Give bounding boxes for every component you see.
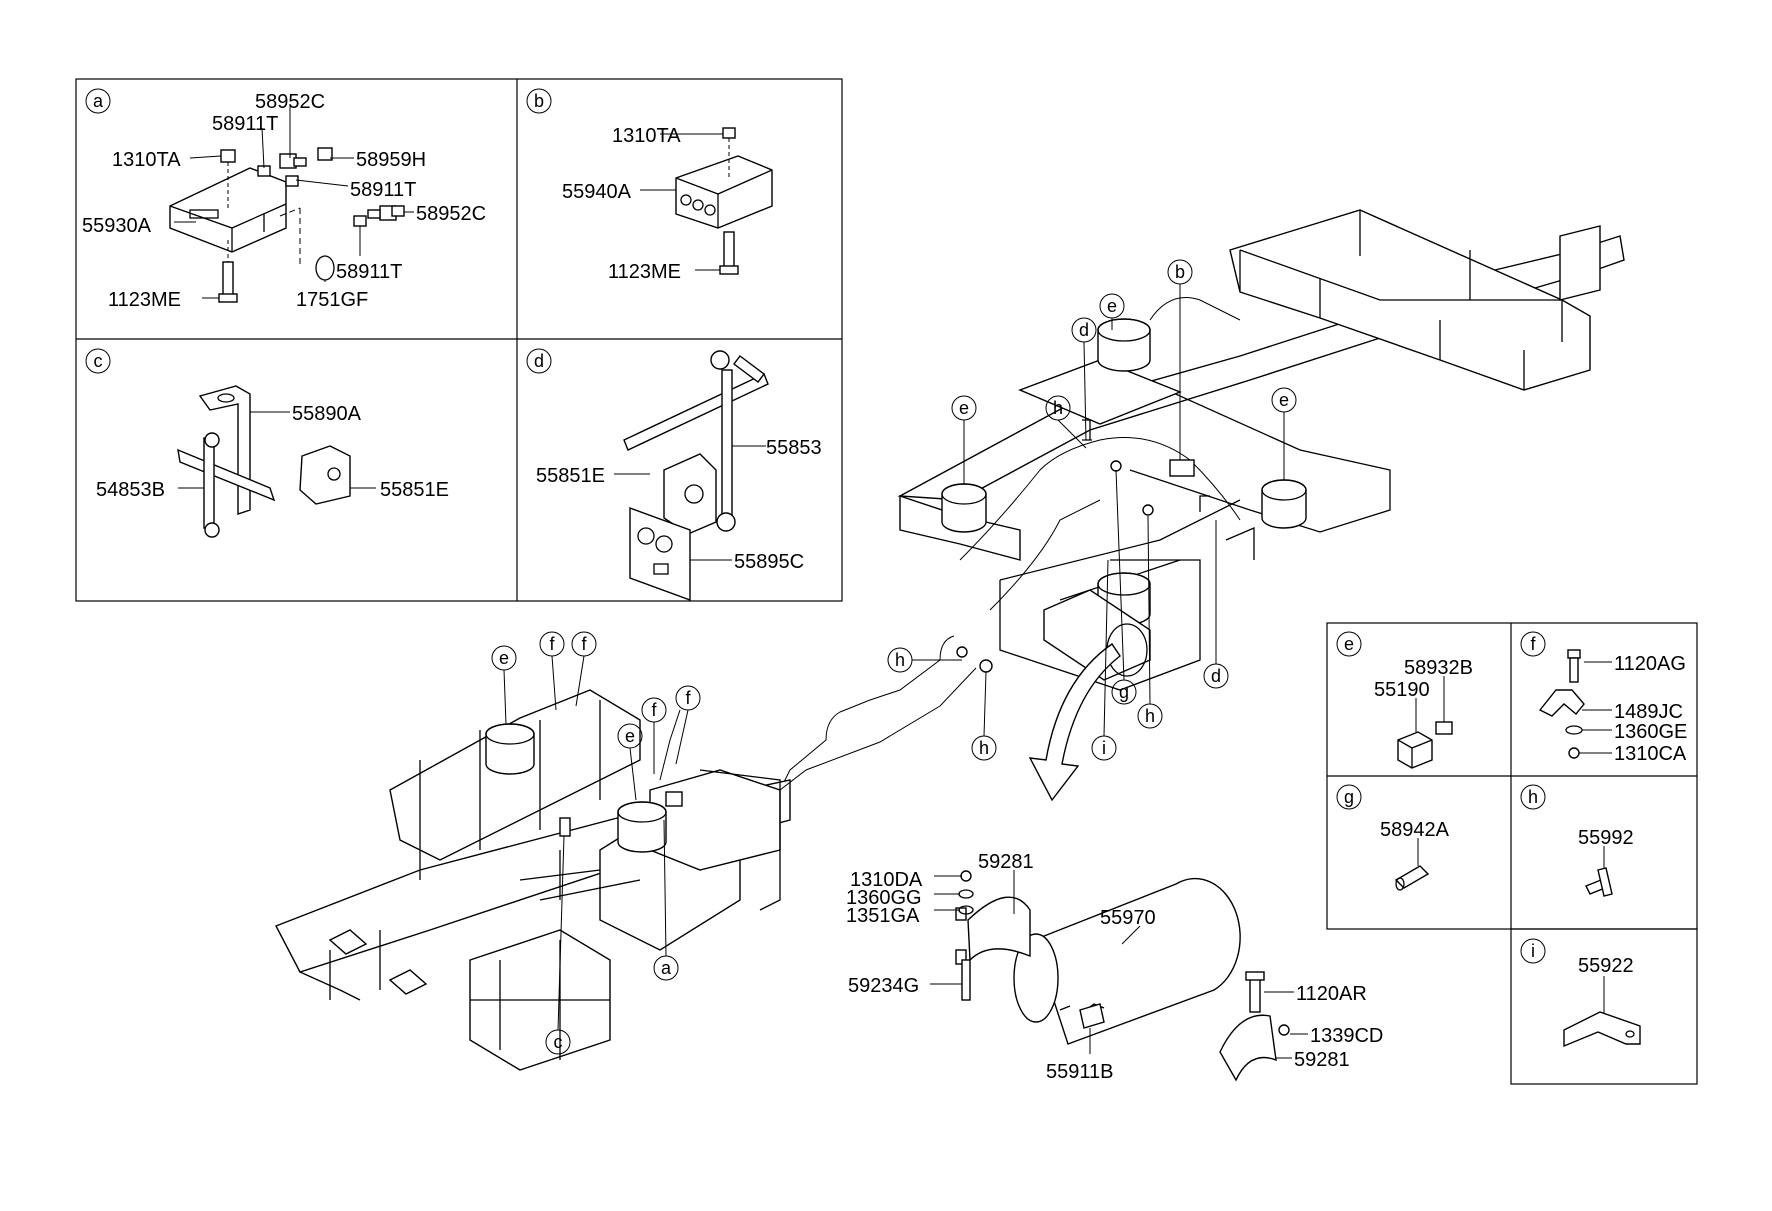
part-55851E-c: 55851E	[380, 479, 449, 501]
part-1120AR: 1120AR	[1296, 983, 1367, 1005]
part-55911B: 55911B	[1046, 1061, 1113, 1083]
part-55895C: 55895C	[734, 551, 804, 573]
part-55940A: 55940A	[562, 181, 632, 203]
part-55930A: 55930A	[82, 215, 152, 237]
part-58911T-mid: 58911T	[350, 179, 416, 201]
part-58911T-bot: 58911T	[336, 261, 402, 283]
part-1339CD: 1339CD	[1310, 1025, 1383, 1047]
part-55992: 55992	[1578, 827, 1634, 849]
panel-e-letter: e	[1344, 634, 1354, 654]
panel-a-letter: a	[93, 91, 104, 111]
part-55890A: 55890A	[292, 403, 362, 425]
callout-f-3: f	[651, 700, 657, 720]
part-1123ME-b: 1123ME	[608, 261, 681, 283]
callout-c: c	[554, 1032, 563, 1052]
callout-b: b	[1175, 262, 1185, 282]
part-59234G: 59234G	[848, 975, 919, 997]
panel-c-letter: c	[94, 351, 103, 371]
part-1123ME-a: 1123ME	[108, 289, 181, 311]
part-1489JC: 1489JC	[1614, 701, 1683, 723]
part-1120AG: 1120AG	[1614, 653, 1686, 675]
callout-g: g	[1119, 682, 1129, 702]
callout-h-mid: h	[979, 738, 989, 758]
part-1310CA: 1310CA	[1614, 743, 1687, 765]
part-54853B: 54853B	[96, 479, 165, 501]
panel-h: h 55992	[1520, 784, 1634, 897]
part-58959H: 58959H	[356, 149, 426, 171]
panel-c: c 55890A 54853B 55851E	[85, 348, 449, 538]
callout-e-front-right: e	[625, 726, 635, 746]
panel-grid-top-left	[75, 78, 843, 602]
part-1351GA: 1351GA	[846, 905, 920, 927]
callout-bubbles: b e d h e e h h g h i d e f f f f e	[491, 259, 1297, 1055]
part-1310TA-b: 1310TA	[612, 125, 681, 147]
part-1310DA: 1310DA	[850, 869, 923, 891]
panel-i-letter: i	[1531, 941, 1535, 961]
part-55922: 55922	[1578, 955, 1634, 977]
front-frame-assembly	[275, 667, 977, 1071]
callout-e-rear-right: e	[1279, 390, 1289, 410]
panel-grid-right	[1326, 622, 1698, 1085]
part-58952C-mid: 58952C	[416, 203, 486, 225]
part-55851E-d: 55851E	[536, 465, 605, 487]
air-tank-assembly: 59281 1310DA 1360GG 1351GA 55970 59234G …	[846, 851, 1383, 1083]
direction-arrow	[1028, 643, 1121, 802]
panel-d: d 55853 55851E 55895C	[526, 348, 822, 602]
part-55190: 55190	[1374, 679, 1430, 701]
part-58952C-top: 58952C	[255, 91, 325, 113]
panel-d-letter: d	[534, 351, 544, 371]
part-55853: 55853	[766, 437, 822, 459]
callout-h-right: h	[1145, 706, 1155, 726]
panel-b: b 1310TA 55940A 1123ME	[526, 88, 773, 283]
panel-a: a	[82, 88, 486, 311]
callout-d-rear-bot: d	[1211, 666, 1221, 686]
part-58932B: 58932B	[1404, 657, 1473, 679]
panel-h-letter: h	[1528, 787, 1538, 807]
callout-d-rear-top: d	[1079, 320, 1089, 340]
part-59281-top: 59281	[978, 851, 1034, 873]
callout-i: i	[1102, 738, 1106, 758]
callout-f-1: f	[549, 634, 555, 654]
panel-b-letter: b	[534, 91, 544, 111]
panel-f: f 1120AG 1489JC 1360GE 1310CA	[1520, 631, 1687, 765]
panel-i: i 55922	[1520, 938, 1641, 1048]
callout-f-2: f	[581, 634, 587, 654]
callout-a: a	[661, 958, 672, 978]
callout-h-rear-top: h	[1053, 398, 1063, 418]
part-1360GG: 1360GG	[846, 887, 922, 909]
part-58942A: 58942A	[1380, 819, 1450, 841]
part-59281-bot: 59281	[1294, 1049, 1350, 1071]
callout-e-rear-top: e	[1107, 296, 1117, 316]
part-1360GE: 1360GE	[1614, 721, 1687, 743]
rear-frame-assembly	[779, 209, 1625, 791]
panel-f-letter: f	[1530, 634, 1536, 654]
part-58911T-top: 58911T	[212, 113, 278, 135]
callout-h-left: h	[895, 650, 905, 670]
panel-g: g 58942A	[1336, 784, 1450, 891]
panel-g-letter: g	[1344, 787, 1354, 807]
part-55970: 55970	[1100, 907, 1156, 929]
part-1310TA-a: 1310TA	[112, 149, 181, 171]
part-1751GF: 1751GF	[296, 289, 368, 311]
callout-f-4: f	[685, 688, 691, 708]
callout-e-rear-left: e	[959, 398, 969, 418]
panel-e: e 58932B 55190	[1336, 631, 1473, 769]
callout-e-front-left: e	[499, 648, 509, 668]
